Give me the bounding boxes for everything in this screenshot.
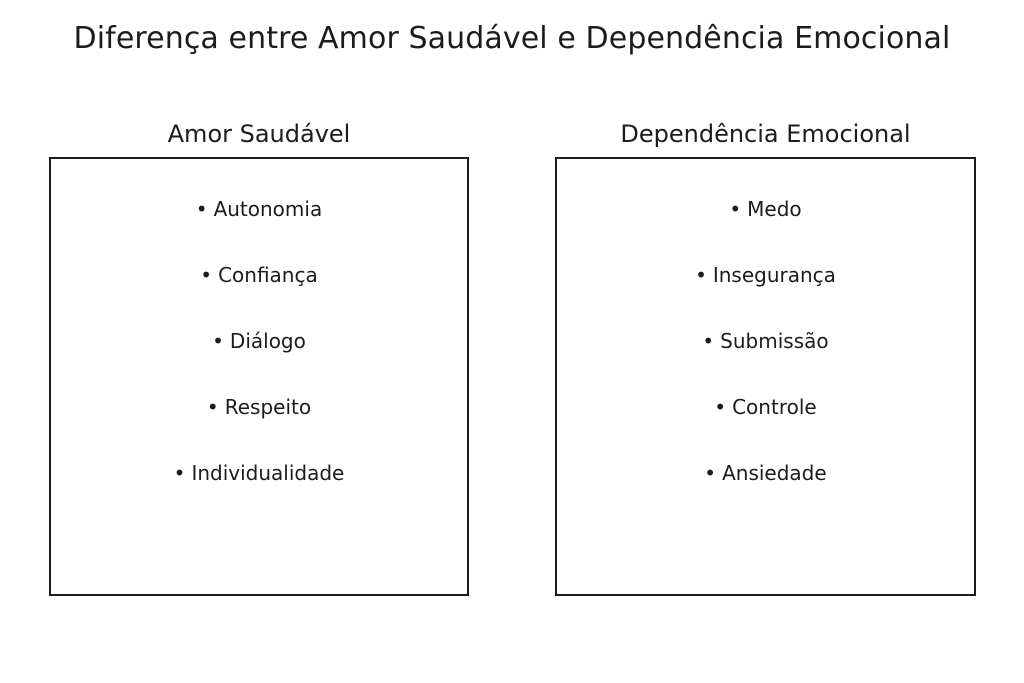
bullet-icon: • <box>206 395 219 419</box>
bullet-icon: • <box>195 197 208 221</box>
list-item: •Autonomia <box>51 196 467 222</box>
list-item: •Medo <box>557 196 974 222</box>
panel-healthy-love: •Autonomia •Confiança •Diálogo •Respeito… <box>49 157 469 596</box>
list-item-label: Individualidade <box>191 461 345 485</box>
list-item: •Diálogo <box>51 328 467 354</box>
panel-emotional-dependence: •Medo •Insegurança •Submissão •Controle … <box>555 157 976 596</box>
list-item: •Confiança <box>51 262 467 288</box>
list-item-label: Confiança <box>218 263 318 287</box>
bullet-icon: • <box>173 461 186 485</box>
page-title: Diferença entre Amor Saudável e Dependên… <box>73 21 951 56</box>
list-item: •Respeito <box>51 394 467 420</box>
list-item: •Individualidade <box>51 460 467 486</box>
list-item-label: Medo <box>747 197 802 221</box>
list-item-label: Autonomia <box>213 197 323 221</box>
list-item: •Controle <box>557 394 974 420</box>
bullet-icon: • <box>704 461 717 485</box>
bullet-icon: • <box>714 395 727 419</box>
list-item-label: Insegurança <box>712 263 836 287</box>
list-item: •Submissão <box>557 328 974 354</box>
list-item-label: Respeito <box>224 395 312 419</box>
column-heading-emotional-dependence: Dependência Emocional <box>620 120 911 148</box>
list-item: •Ansiedade <box>557 460 974 486</box>
bullet-icon: • <box>212 329 224 353</box>
bullet-icon: • <box>729 197 742 221</box>
list-item-label: Controle <box>732 395 817 419</box>
column-heading-healthy-love: Amor Saudável <box>167 120 351 148</box>
list-item: •Insegurança <box>557 262 974 288</box>
list-item-label: Diálogo <box>229 329 306 353</box>
list-item-label: Ansiedade <box>722 461 827 485</box>
bullet-icon: • <box>702 329 715 353</box>
list-item-label: Submissão <box>720 329 829 353</box>
bullet-icon: • <box>695 263 707 287</box>
bullet-icon: • <box>200 263 213 287</box>
